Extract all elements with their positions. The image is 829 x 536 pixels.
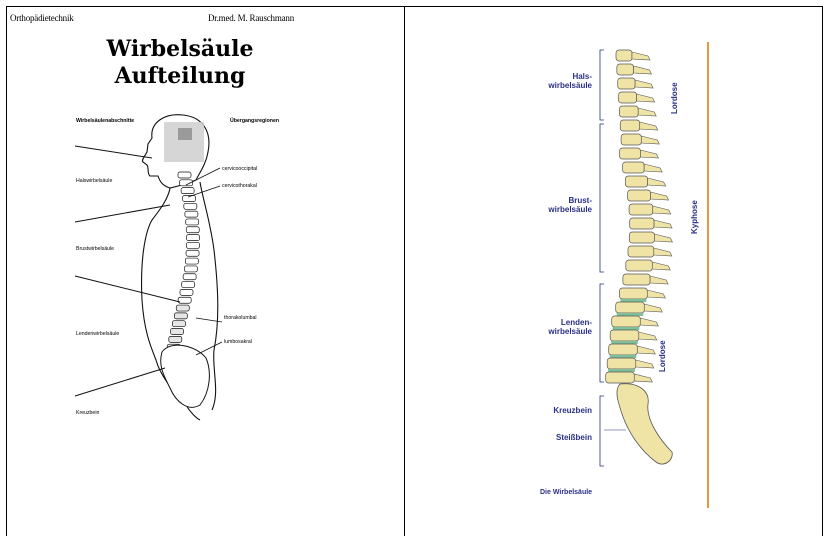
vertebra-body xyxy=(616,50,632,61)
vertebra-process xyxy=(654,220,672,228)
vertebra-body xyxy=(619,288,647,299)
vertebra-process xyxy=(632,52,650,60)
vertebra-process xyxy=(644,304,662,312)
vertebra-process xyxy=(638,108,656,116)
intervertebral-disc xyxy=(611,341,638,344)
vertebra-body xyxy=(620,148,641,159)
bracket-brust xyxy=(600,124,604,272)
vertebra-process xyxy=(639,332,657,340)
spine-side-vertebrae xyxy=(606,50,673,383)
vertebra-process xyxy=(640,150,658,158)
vertebra-body xyxy=(610,330,639,341)
intervertebral-disc xyxy=(613,327,640,330)
vertebra-process xyxy=(654,234,672,242)
vertebra-process xyxy=(648,178,666,186)
vertebra-body xyxy=(625,176,647,187)
vertebra-body xyxy=(606,372,635,383)
vertebra-body xyxy=(623,274,650,285)
vertebra-body xyxy=(630,218,654,229)
label-lordose-bottom: Lordose xyxy=(658,340,667,372)
vertebra-body xyxy=(626,260,653,271)
bracket-lenden xyxy=(600,284,604,382)
vertebra-process xyxy=(637,346,655,354)
bracket-kreuz xyxy=(600,396,604,466)
intervertebral-disc xyxy=(617,313,644,316)
label-kyphose: Kyphose xyxy=(690,200,699,234)
intervertebral-disc xyxy=(608,369,635,372)
vertebra-body xyxy=(628,246,654,257)
vertebra-process xyxy=(635,80,653,88)
label-hals-wirbelsaeule: Hals- wirbelsäule xyxy=(530,72,592,90)
vertebra-process xyxy=(634,66,652,74)
vertebra-process xyxy=(636,360,654,368)
vertebra-process xyxy=(651,192,669,200)
vertebra-process xyxy=(644,164,662,172)
vertebra-process xyxy=(640,318,658,326)
intervertebral-disc xyxy=(620,299,646,302)
vertebra-body xyxy=(616,302,645,313)
bracket-hals xyxy=(600,50,604,120)
vertebra-body xyxy=(617,64,634,75)
label-lenden-wirbelsaeule: Lenden- wirbelsäule xyxy=(530,318,592,336)
vertebra-process xyxy=(634,374,652,382)
vertebra-process xyxy=(647,290,665,298)
vertebra-process xyxy=(640,122,658,130)
vertebra-body xyxy=(629,204,653,215)
vertebra-body xyxy=(623,162,645,173)
vertebra-process xyxy=(641,136,659,144)
vertebra-body xyxy=(618,78,635,89)
vertebra-body xyxy=(629,232,654,243)
vertebra-body xyxy=(619,92,637,103)
label-steissbein: Steißbein xyxy=(530,433,592,442)
vertebra-body xyxy=(620,120,640,131)
vertebra-body xyxy=(621,134,641,145)
label-kreuzbein-right: Kreuzbein xyxy=(530,406,592,415)
intervertebral-disc xyxy=(610,355,637,358)
vertebra-process xyxy=(652,262,670,270)
vertebra-process xyxy=(637,94,655,102)
vertebra-body xyxy=(619,106,638,117)
vertebra-body xyxy=(628,190,651,201)
label-lordose-top: Lordose xyxy=(670,82,679,114)
label-brust-wirbelsaeule: Brust- wirbelsäule xyxy=(530,196,592,214)
sacrum-coccyx xyxy=(617,384,672,464)
vertebra-body xyxy=(607,358,636,369)
caption: Die Wirbelsäule xyxy=(540,488,610,497)
vertebra-process xyxy=(650,276,668,284)
vertebra-body xyxy=(612,316,641,327)
vertebra-process xyxy=(653,206,671,214)
vertebra-process xyxy=(654,248,672,256)
vertebra-body xyxy=(609,344,638,355)
